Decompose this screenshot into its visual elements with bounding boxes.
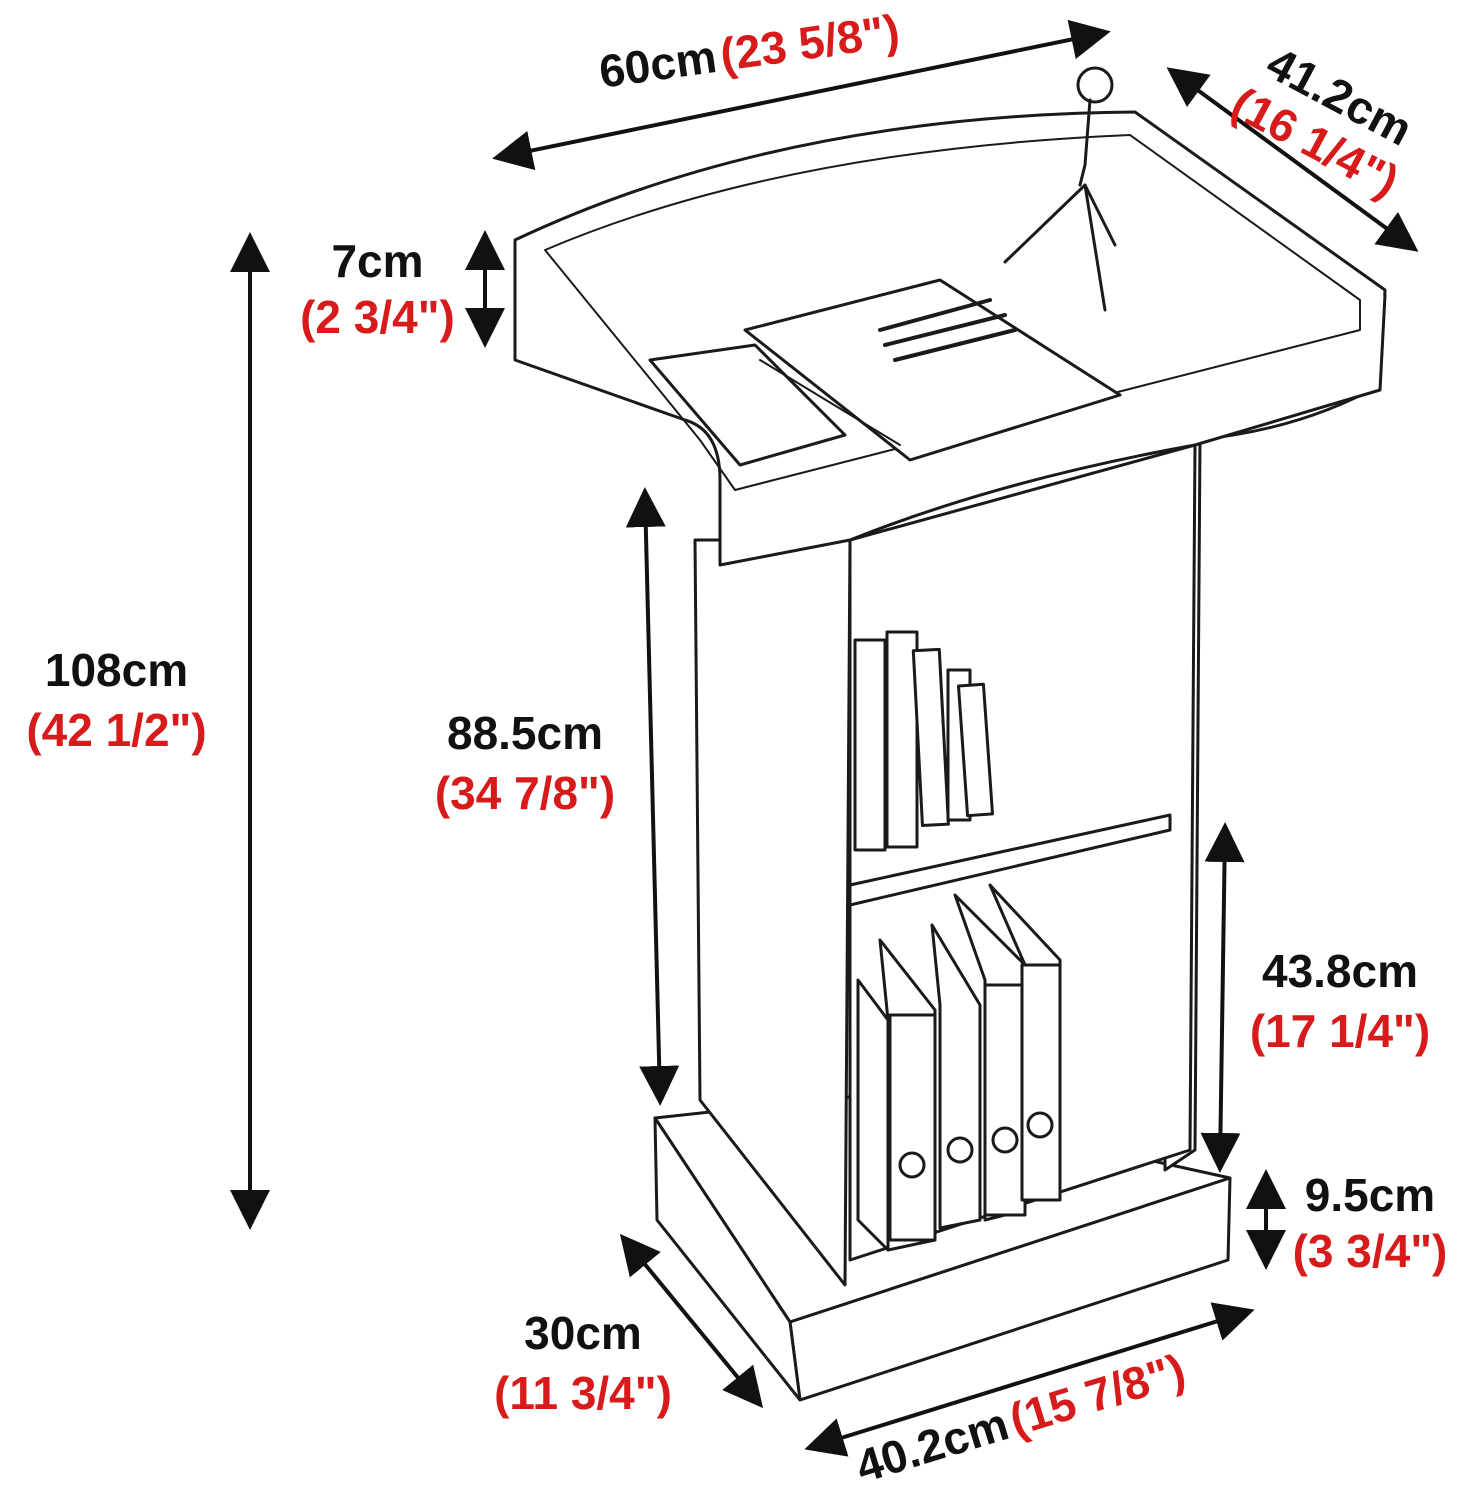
arrow-top-width <box>492 19 1111 171</box>
column-height-cm: 88.5cm <box>446 707 603 759</box>
lip-height-inch: (2 3/4") <box>300 291 455 343</box>
base-depth-inch: (11 3/4") <box>494 1367 672 1419</box>
arrow-base-width <box>804 1302 1255 1457</box>
base-height-inch: (3 3/4") <box>1292 1225 1448 1277</box>
shelf-height-cm: 43.8cm <box>1261 945 1418 997</box>
middle-shelf <box>848 813 1172 907</box>
lip-height-cm: 7cm <box>331 235 424 287</box>
label-column-height: 88.5cm (34 7/8") <box>415 710 635 816</box>
binders-lower <box>856 883 1062 1252</box>
arrow-base-depth <box>619 1233 764 1409</box>
column-height-inch: (34 7/8") <box>434 767 616 819</box>
arrow-column-height <box>625 487 680 1106</box>
desk-book <box>648 278 1122 467</box>
books-upper <box>853 630 995 852</box>
total-height-inch: (42 1/2") <box>26 704 207 756</box>
base-height-cm: 9.5cm <box>1304 1169 1436 1221</box>
dimension-arrows <box>230 19 1419 1457</box>
label-base-height: 9.5cm (3 3/4") <box>1285 1172 1455 1274</box>
total-height-cm: 108cm <box>44 644 189 696</box>
label-total-height: 108cm (42 1/2") <box>4 647 229 753</box>
base-depth-cm: 30cm <box>524 1307 642 1359</box>
shelf-height-inch: (17 1/4") <box>1249 1005 1431 1057</box>
label-lip-height: 7cm (2 3/4") <box>285 238 470 340</box>
arrow-top-depth <box>1166 67 1419 252</box>
label-base-depth: 30cm (11 3/4") <box>478 1310 688 1416</box>
label-shelf-height: 43.8cm (17 1/4") <box>1235 948 1445 1054</box>
desk-front-lip <box>718 293 1387 567</box>
arrow-shelf-height <box>1200 822 1245 1173</box>
lectern-body <box>513 66 1387 1402</box>
